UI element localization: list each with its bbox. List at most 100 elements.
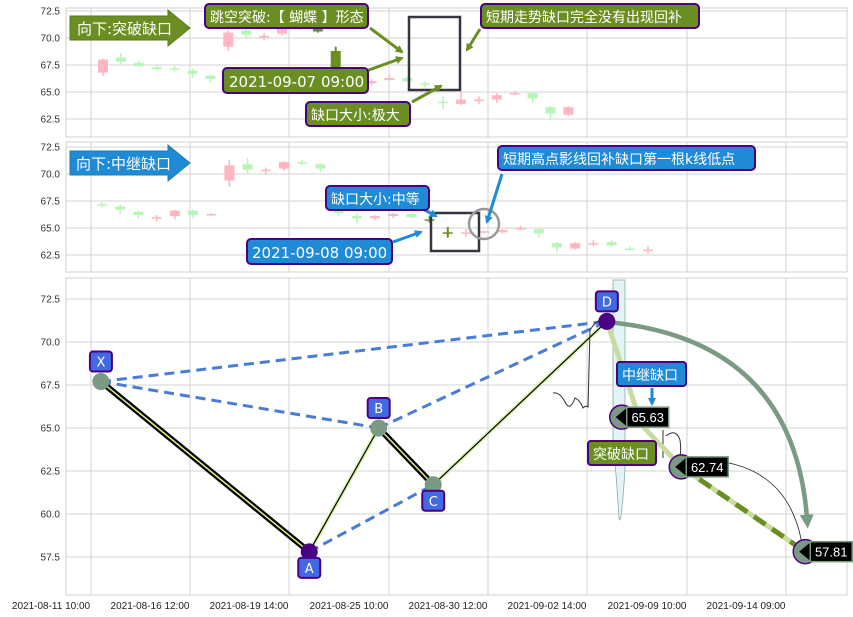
ratio-XD — [100, 319, 608, 384]
title-arrow-1 — [69, 8, 191, 48]
candle-body — [473, 99, 484, 102]
y-tick-label: 57.5 — [41, 553, 61, 564]
vertex-label-box-b — [366, 397, 391, 419]
candle-body — [406, 213, 417, 218]
x-tick-label: 2021-08-16 12:00 — [111, 601, 190, 612]
arrow-2b — [392, 230, 423, 244]
target-label: 65.63 — [631, 410, 664, 425]
y-tick-label: 67.5 — [41, 197, 61, 208]
y-tick-label: 62.5 — [41, 251, 61, 262]
target-label: 57.81 — [815, 545, 848, 560]
leg-XA-inner — [100, 380, 310, 553]
arrow-1b — [365, 56, 404, 73]
y-tick-label: 67.5 — [41, 61, 61, 72]
candle-body — [570, 243, 581, 249]
candle-body — [461, 232, 471, 234]
candle-body — [97, 204, 107, 206]
arrow-1c — [411, 84, 443, 104]
candle-body — [115, 57, 126, 62]
title-1: 向下:突破缺口 — [77, 20, 172, 38]
candle-body — [277, 27, 287, 34]
label-fill-low-bg — [497, 145, 756, 171]
y-tick-label: 72.5 — [41, 295, 61, 306]
target-arrow-icon — [615, 407, 628, 428]
target-label-box — [625, 406, 670, 428]
candle-body — [588, 243, 599, 245]
label-butterfly: 跳空突破:【 蝴蝶 】形态 — [210, 10, 364, 26]
panel3-labels: 中继缺口 突破缺口 — [587, 361, 687, 466]
x-tick-label: 2021-08-25 10:00 — [310, 601, 389, 612]
x-tick-label: 2021-08-30 12:00 — [409, 601, 488, 612]
vertex-label-c: C — [429, 495, 438, 510]
candle-body — [366, 81, 377, 84]
candle-body — [315, 164, 326, 169]
leg-BC-inner — [378, 427, 434, 486]
label-gap-size-2-bg — [325, 185, 430, 211]
vertex-label-d: D — [602, 295, 612, 310]
ratio-BD — [378, 320, 608, 430]
leg-CD — [432, 320, 608, 486]
panel2-annotations: 向下:中继缺口 缺口大小:中等 2021-09-08 09:00 短期高点影线回… — [69, 143, 756, 265]
y-tick-label: 70.0 — [41, 34, 61, 45]
fill-circle — [467, 207, 501, 241]
candle-body — [133, 211, 144, 216]
label-runaway-bg — [616, 361, 687, 387]
vertex-label-b: B — [374, 402, 383, 417]
y-tick-label: 72.5 — [41, 7, 61, 18]
label-date-1: 2021-09-07 09:00 — [229, 73, 364, 91]
x-tick-label: 2021-08-11 10:00 — [12, 601, 91, 612]
candle-body — [312, 27, 323, 32]
candle-body — [606, 242, 617, 246]
y-tick-label: 60.0 — [41, 510, 61, 521]
candle-body — [533, 229, 544, 234]
target-arrow-icon — [675, 456, 688, 477]
label-date-1-bg — [222, 67, 369, 94]
label-runaway: 中继缺口 — [622, 368, 678, 384]
candle-body — [330, 50, 341, 78]
leg-AB — [308, 427, 380, 553]
label-gap-size-1-bg — [305, 101, 411, 127]
target-label-box — [809, 540, 853, 563]
candle-body — [420, 83, 431, 85]
candle-body — [279, 162, 289, 169]
vertex-label-box-x — [88, 350, 113, 373]
candle-body — [563, 107, 574, 115]
price-squiggle — [552, 319, 601, 409]
label-gap-size-2: 缺口大小:中等 — [331, 191, 420, 208]
candle-body — [98, 59, 108, 73]
candle-body — [187, 70, 198, 74]
title-arrow-2 — [69, 143, 191, 183]
candle-body — [259, 35, 270, 38]
title-2: 向下:中继缺口 — [76, 155, 171, 173]
candle-body — [384, 77, 395, 81]
candle-body — [497, 230, 508, 233]
x-tick-label: 2021-09-09 10:00 — [608, 601, 687, 612]
label-no-fill-bg — [480, 3, 700, 29]
candle-body — [206, 213, 217, 216]
candle-body — [509, 93, 520, 95]
plot-frame — [65, 277, 848, 596]
vertex-d — [598, 312, 616, 330]
candle-body — [169, 68, 180, 70]
candle-body — [370, 216, 380, 219]
y-tick-label: 65.0 — [41, 224, 61, 235]
label-no-fill: 短期走势缺口完全没有出现回补 — [486, 9, 682, 26]
candle-body — [479, 231, 490, 233]
x-tick-label: 2021-09-14 09:00 — [707, 601, 786, 612]
target-label-box — [685, 456, 729, 478]
vertex-label-x: X — [96, 356, 105, 371]
x-tick-label: 2021-09-02 14:00 — [508, 601, 587, 612]
label-date-2-bg — [246, 238, 393, 265]
panel-breakaway-gap: 72.570.067.565.062.5 — [41, 7, 848, 138]
candle-body — [442, 232, 453, 234]
panel1-annotations: 向下:突破缺口 跳空突破:【 蝴蝶 】形态 2021-09-07 09:00 缺… — [69, 3, 700, 127]
candle-body — [151, 217, 162, 219]
candle-body — [169, 210, 180, 217]
vertex-x — [92, 373, 110, 391]
projection-leg-3-dash — [679, 464, 807, 554]
y-tick-label: 70.0 — [41, 338, 61, 349]
candle-body — [260, 169, 271, 172]
